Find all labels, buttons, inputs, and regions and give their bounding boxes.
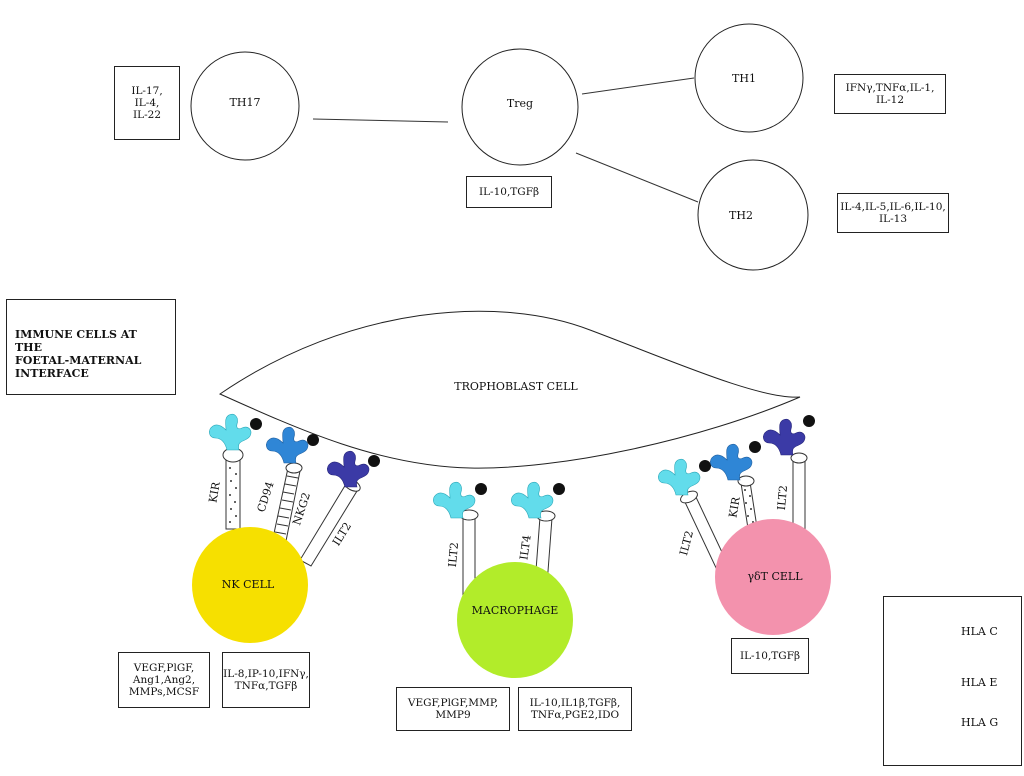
hla-g-molecule-gdt xyxy=(657,458,701,496)
ligand-dot xyxy=(475,483,487,495)
nk-secretion-line: VEGF,PlGF, xyxy=(133,662,195,674)
th17-label: TH17 xyxy=(230,96,261,109)
ilt2-label-macrophage: ILT2 xyxy=(446,542,461,568)
macrophage-cell xyxy=(457,562,573,678)
ilt2-label-gdt-1: ILT2 xyxy=(677,529,696,557)
macrophage-secretion-box-1: VEGF,PlGF,MMP, MMP9 xyxy=(396,687,510,731)
kir-label-gdt: KIR xyxy=(726,495,743,518)
ligand-dot xyxy=(749,441,761,453)
gdt-secretion-line: IL-10,TGFβ xyxy=(739,650,801,662)
legend-label-hla-g: HLA G xyxy=(961,716,999,729)
macrophage-secretion-line: TNFα,PGE2,IDO xyxy=(530,709,620,721)
treg-th1-link xyxy=(581,77,695,95)
ligand-dot xyxy=(250,418,262,430)
ligand-dot xyxy=(307,434,319,446)
th17-cytokine-line: IL-17, xyxy=(131,85,163,97)
th2-label: TH2 xyxy=(729,209,753,222)
hla-c-molecule-gdt xyxy=(762,418,806,456)
treg-cell xyxy=(461,48,579,166)
ligand-dot xyxy=(553,483,565,495)
th2-cell xyxy=(697,159,809,271)
macrophage-secretion-line: IL-10,IL1β,TGFβ, xyxy=(529,697,621,709)
hla-e-molecule-gdt xyxy=(709,443,753,481)
legend-box: HLA C HLA E HLA G xyxy=(883,596,1022,766)
th1-cytokine-line: IFNγ,TNFα,IL-1, xyxy=(845,82,935,94)
diagram-title-line: FOETAL-MATERNAL xyxy=(15,354,142,367)
nk-secretion-box-1: VEGF,PlGF, Ang1,Ang2, MMPs,MCSF xyxy=(118,652,210,708)
gdt-secretion-box: IL-10,TGFβ xyxy=(731,638,809,674)
nk-secretion-line: MMPs,MCSF xyxy=(128,686,200,698)
th17-treg-link xyxy=(312,118,449,123)
th2-cytokine-line: IL-4,IL-5,IL-6,IL-10, xyxy=(840,201,946,213)
th1-label: TH1 xyxy=(732,72,756,85)
th2-cytokine-box: IL-4,IL-5,IL-6,IL-10, IL-13 xyxy=(837,193,949,233)
hla-g-molecule-nk xyxy=(208,413,252,451)
th17-cell xyxy=(190,51,300,161)
nk-secretion-line: IL-8,IP-10,IFNγ, xyxy=(223,668,309,680)
hla-e-molecule-nk xyxy=(265,426,309,464)
treg-th2-link xyxy=(575,152,699,203)
cd94-nkg2-receptor xyxy=(272,462,303,542)
th1-cytokine-line: IL-12 xyxy=(875,94,905,106)
th2-cytokine-line: IL-13 xyxy=(878,213,908,225)
ligand-dot xyxy=(368,455,380,467)
th1-cytokine-box: IFNγ,TNFα,IL-1, IL-12 xyxy=(834,74,946,114)
cd94-label: CD94 xyxy=(255,480,277,514)
ilt2-receptor-nk xyxy=(299,478,361,567)
gdt-cell-label: γδT CELL xyxy=(747,570,803,583)
diagram-title-line: IMMUNE CELLS AT THE xyxy=(15,328,137,354)
kir-label-nk: KIR xyxy=(206,480,223,503)
diagram-title-box: IMMUNE CELLS AT THE FOETAL-MATERNAL INTE… xyxy=(6,299,176,395)
ilt2-label-gdt-2: ILT2 xyxy=(775,485,790,511)
th17-cytokine-line: IL-22 xyxy=(132,109,162,121)
treg-cytokine-box: IL-10,TGFβ xyxy=(466,176,552,208)
macrophage-secretion-box-2: IL-10,IL1β,TGFβ, TNFα,PGE2,IDO xyxy=(518,687,632,731)
ligand-dot xyxy=(803,415,815,427)
trophoblast-label: TROPHOBLAST CELL xyxy=(454,380,578,393)
gdt-cell xyxy=(715,519,831,635)
hla-c-molecule-nk xyxy=(326,450,370,488)
legend-label-hla-c: HLA C xyxy=(961,625,998,638)
treg-cytokine-line: IL-10,TGFβ xyxy=(478,186,540,198)
th17-cytokine-line: IL-4, xyxy=(134,97,160,109)
nk-secretion-box-2: IL-8,IP-10,IFNγ, TNFα,TGFβ xyxy=(222,652,310,708)
nk-cell xyxy=(192,527,308,643)
nk-secretion-line: Ang1,Ang2, xyxy=(132,674,196,686)
macrophage-secretion-line: MMP9 xyxy=(435,709,471,721)
nk-cell-label: NK CELL xyxy=(222,578,275,591)
ilt2-receptor-gdt-2 xyxy=(790,452,808,532)
th17-cytokine-box: IL-17, IL-4, IL-22 xyxy=(114,66,180,140)
legend-label-hla-e: HLA E xyxy=(961,676,998,689)
th1-cell xyxy=(694,23,804,133)
macrophage-secretion-line: VEGF,PlGF,MMP, xyxy=(407,697,499,709)
diagram-title-line: INTERFACE xyxy=(15,367,89,380)
trophoblast-cell xyxy=(218,310,801,469)
macrophage-label: MACROPHAGE xyxy=(472,604,559,617)
ilt4-label-macrophage: ILT4 xyxy=(517,534,533,561)
nk-secretion-line: TNFα,TGFβ xyxy=(234,680,298,692)
treg-label: Treg xyxy=(507,97,533,110)
ligand-dot xyxy=(699,460,711,472)
kir-receptor-nk xyxy=(222,447,244,530)
